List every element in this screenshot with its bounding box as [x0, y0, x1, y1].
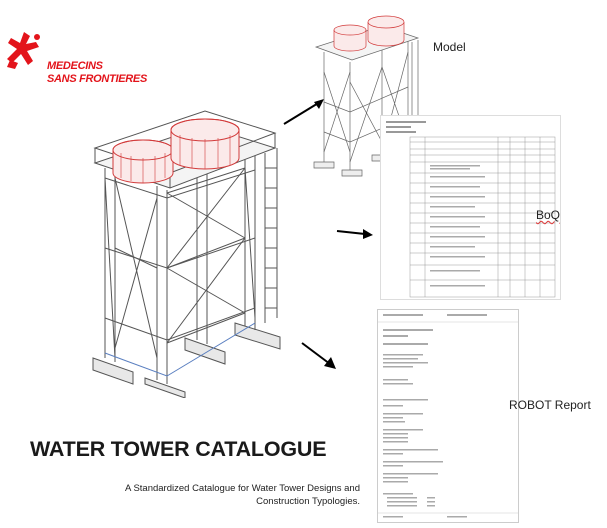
robot-report-label: ROBOT Report — [509, 398, 591, 412]
brand-name-line1: MEDECINS — [47, 60, 103, 72]
msf-logo: MEDECINS SANS FRONTIERES — [4, 30, 147, 90]
msf-logo-icon — [7, 32, 40, 69]
subtitle-line1: A Standardized Catalogue for Water Tower… — [125, 483, 360, 494]
catalogue-title: WATER TOWER CATALOGUE — [30, 437, 327, 461]
arrow-icon — [336, 229, 373, 239]
arrow-icon — [301, 342, 336, 369]
water-tower-illustration — [85, 108, 295, 399]
brand-name-line2: SANS FRONTIERES — [47, 73, 148, 85]
boq-document — [380, 115, 561, 300]
subtitle-line2: Construction Typologies. — [256, 496, 360, 507]
robot-report-document — [377, 309, 519, 523]
arrow-icon — [283, 99, 324, 125]
catalogue-subtitle: A Standardized Catalogue for Water Tower… — [95, 482, 360, 508]
model-label: Model — [433, 40, 466, 54]
boq-label: BoQ — [536, 208, 561, 222]
